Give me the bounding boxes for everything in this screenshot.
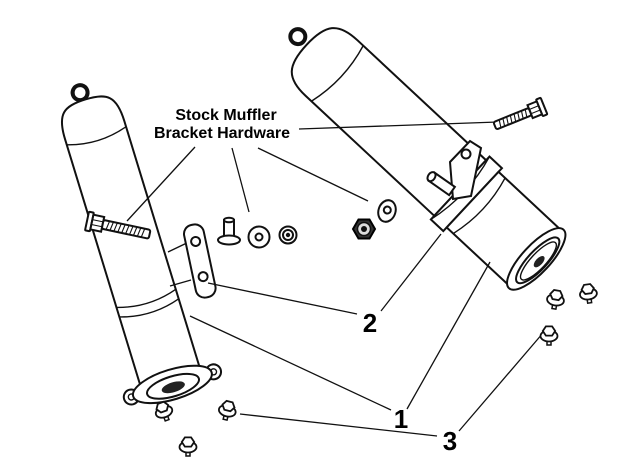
leader-title-to-top-right-bolt [298,121,499,130]
leader-title-to-nut [257,147,369,202]
leader-title-to-washers [231,147,250,213]
hex-flange-nut-icon [351,218,377,240]
hex-flange-bolt-long-icon [84,210,152,240]
leader-title-to-left-bolt [126,146,196,222]
flange-bolt-small-icon [215,398,239,423]
flat-washer-icon [247,225,271,249]
right-muffler-outlet-hole [533,256,545,268]
leader-lines [126,121,544,437]
right-muffler-body [290,27,488,218]
nut-hole [285,232,291,238]
hex-nut-hole [361,226,367,232]
grommet-top [223,216,235,224]
leader-c1-to-left-muffler [189,315,392,411]
hanger-ring-icon [288,27,308,47]
bracket-plate-hole [460,148,472,160]
bolt-threads [498,109,528,128]
leader-c2-to-right-bracket [380,233,442,312]
bracket-plate [448,139,483,201]
right-muffler-endcap-ring2 [519,241,558,281]
bracket-hole-bottom [197,271,209,283]
callout-1: 1 [394,404,408,434]
right-muffler-canister-seam [452,177,506,235]
right-muffler-seam-top [311,45,364,102]
leader-c2-to-left-bracket [207,282,358,315]
left-muffler-body [60,95,204,395]
callout-2: 2 [363,308,377,338]
left-muffler-outlet-hole [161,381,185,394]
left-muffler-seam-mid2 [119,298,180,318]
left-muffler [60,83,223,406]
grommet-base [217,234,241,246]
flange-nut-small-icon [278,225,298,245]
hex-flange-bolt-top-right-icon [492,96,549,130]
callout-3: 3 [443,426,457,456]
left-muffler-seam-mid1 [116,288,177,309]
hardware-label-line1: Stock Muffler [175,107,276,124]
right-muffler [288,27,567,291]
bracket-strap [182,223,217,299]
grommet-spacer-icon [217,216,241,246]
right-muffler-bracket [448,139,483,201]
flat-washer-tilted-icon [377,199,397,223]
left-muffler-bracket [182,223,217,299]
stud-cap [426,171,437,183]
bracket-hole-top [190,235,202,247]
washer-hole [254,232,264,242]
flange-bolt-small-icon [544,288,567,312]
left-muffler-seam-top [66,126,127,146]
flange-bolt-small-icon [178,436,198,457]
leader-c3-to-bolt-cluster [458,332,544,432]
flange-bolt-small-icon [539,325,559,346]
leader-c1-to-right-muffler [406,261,491,410]
flange-bolt-small-icon [577,282,599,305]
bracket-stud-icon [426,171,457,197]
washer-hole [382,205,392,215]
bolt-threads [105,221,146,237]
leader-c3-to-bottom-bolts [239,413,438,437]
hardware-label-line2: Bracket Hardware [154,125,290,142]
